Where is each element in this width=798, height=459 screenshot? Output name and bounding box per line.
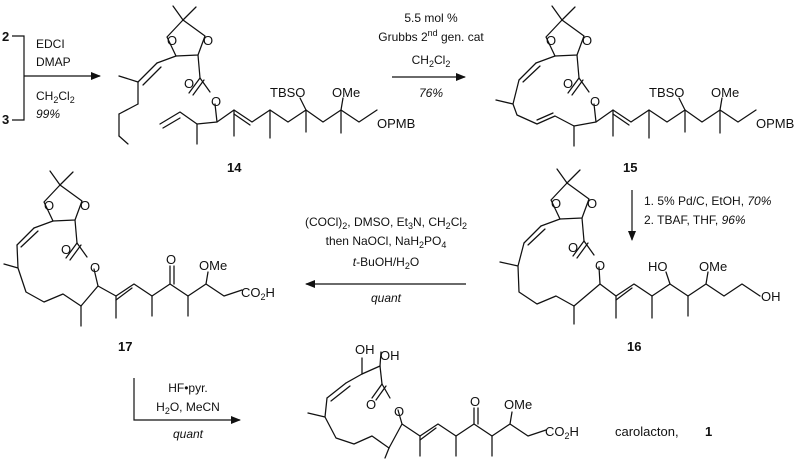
atom-ome: OMe <box>504 397 532 412</box>
atom-co2h: CO2H <box>241 285 275 302</box>
step5-yield: quant <box>173 427 204 441</box>
step4-yield: quant <box>371 291 402 305</box>
atom-oh: OH <box>355 342 375 357</box>
step4-line2: then NaOCl, NaH2PO4 <box>326 234 447 250</box>
step5-line2: H2O, MeCN <box>156 400 220 416</box>
atom-opmb: OPMB <box>377 116 415 131</box>
atom-o: O <box>184 76 194 91</box>
atom-o: O <box>90 260 100 275</box>
atom-o: O <box>587 196 597 211</box>
atom-co2h: CO2H <box>545 424 579 441</box>
step1-conditions: 2 3 EDCI DMAP CH2Cl2 99% <box>2 29 101 127</box>
atom-o: O <box>167 33 177 48</box>
compound-14-label: 14 <box>227 160 242 175</box>
compound-15-label: 15 <box>623 160 637 175</box>
atom-ho: HO <box>648 259 668 274</box>
step2-conditions: 5.5 mol % Grubbs 2nd gen. cat CH2Cl2 76% <box>378 11 484 100</box>
step2-yield: 76% <box>419 86 443 100</box>
compound-16-label: 16 <box>627 339 641 354</box>
step4-line3: t-BuOH/H2O <box>353 255 419 271</box>
compound-17-structure: O O O O O OMe CO2H <box>3 170 275 327</box>
step2-solvent: CH2Cl2 <box>412 53 451 69</box>
step1-solvent: CH2Cl2 <box>36 89 75 105</box>
atom-ome: OMe <box>332 85 360 100</box>
atom-oh: OH <box>761 289 781 304</box>
step3-line1: 1. 5% Pd/C, EtOH, 70% <box>644 194 772 208</box>
step1-yield: 99% <box>36 107 60 121</box>
atom-ome: OMe <box>711 85 739 100</box>
atom-o: O <box>546 33 556 48</box>
step2-loading: 5.5 mol % <box>404 11 458 25</box>
atom-o: O <box>80 198 90 213</box>
atom-tbso: TBSO <box>270 85 305 100</box>
final-compound-number: 1 <box>705 424 712 439</box>
atom-o: O <box>582 33 592 48</box>
step5-conditions: HF•pyr. H2O, MeCN quant <box>133 378 241 441</box>
step3-conditions: 1. 5% Pd/C, EtOH, 70% 2. TBAF, THF, 96% <box>628 190 772 241</box>
compound-17-label: 17 <box>118 339 132 354</box>
step4-line1: (COCl)2, DMSO, Et3N, CH2Cl2 <box>305 215 467 231</box>
atom-o: O <box>563 76 573 91</box>
atom-ome: OMe <box>199 258 227 273</box>
step4-conditions: (COCl)2, DMSO, Et3N, CH2Cl2 then NaOCl, … <box>305 215 467 305</box>
atom-o: O <box>551 196 561 211</box>
atom-o: O <box>595 258 605 273</box>
step5-line1: HF•pyr. <box>168 381 208 395</box>
atom-o: O <box>44 198 54 213</box>
atom-o: O <box>166 252 176 267</box>
step2-catalyst: Grubbs 2nd gen. cat <box>378 28 484 44</box>
step3-line2: 2. TBAF, THF, 96% <box>644 213 746 227</box>
compound-15-structure: O O O O TBSO OMe OPMB <box>495 5 794 147</box>
step5-arrow <box>133 378 241 424</box>
step1-reagent-edci: EDCI <box>36 37 65 51</box>
carolacton-structure: OH OH O O O OMe CO2H <box>307 342 579 459</box>
atom-o: O <box>203 33 213 48</box>
atom-tbso: TBSO <box>649 85 684 100</box>
atom-o: O <box>470 394 480 409</box>
atom-o: O <box>590 94 600 109</box>
final-compound-name: carolacton, <box>615 424 679 439</box>
reactant-2-label: 2 <box>2 29 9 44</box>
atom-o: O <box>211 94 221 109</box>
compound-14-structure: O O O O TBSO OMe OPMB <box>118 5 415 145</box>
atom-o: O <box>394 404 404 419</box>
atom-o: O <box>61 242 71 257</box>
atom-opmb: OPMB <box>756 116 794 131</box>
atom-o: O <box>366 397 376 412</box>
reactant-3-label: 3 <box>2 112 9 127</box>
atom-oh: OH <box>380 348 400 363</box>
atom-o: O <box>568 240 578 255</box>
step1-reagent-dmap: DMAP <box>36 55 71 69</box>
atom-ome: OMe <box>699 259 727 274</box>
compound-16-structure: O O O O HO OMe OH <box>499 168 781 325</box>
